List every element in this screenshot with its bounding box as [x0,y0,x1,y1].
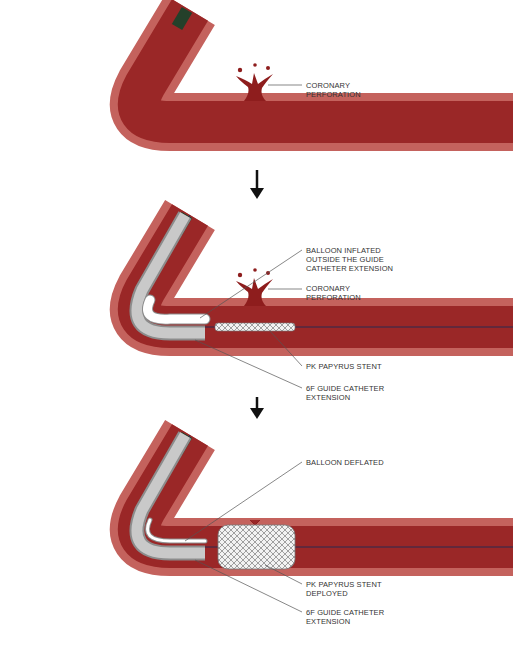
callout-label: BALLOON INFLATED OUTSIDE THE GUIDE CATHE… [306,246,394,273]
panel-stent-deployed [137,435,513,569]
leader-lines [185,85,302,612]
panel-balloon-inflated [137,215,513,333]
callout-label: CORONARY PERFORATION [306,284,366,302]
callout-label: PK PAPYRUS STENT [306,362,406,371]
step-arrow-head [250,188,264,199]
callout-label: BALLOON DEFLATED [306,458,406,467]
step-arrow [256,170,259,190]
step-arrow-head [250,408,264,419]
callout-label: 6F GUIDE CATHETER EXTENSION [306,384,391,402]
callout-label: PK PAPYRUS STENT DEPLOYED [306,580,386,598]
callout-label: CORONARY PERFORATION [306,81,366,99]
panel-perforation [139,10,513,122]
callout-label: 6F GUIDE CATHETER EXTENSION [306,608,391,626]
